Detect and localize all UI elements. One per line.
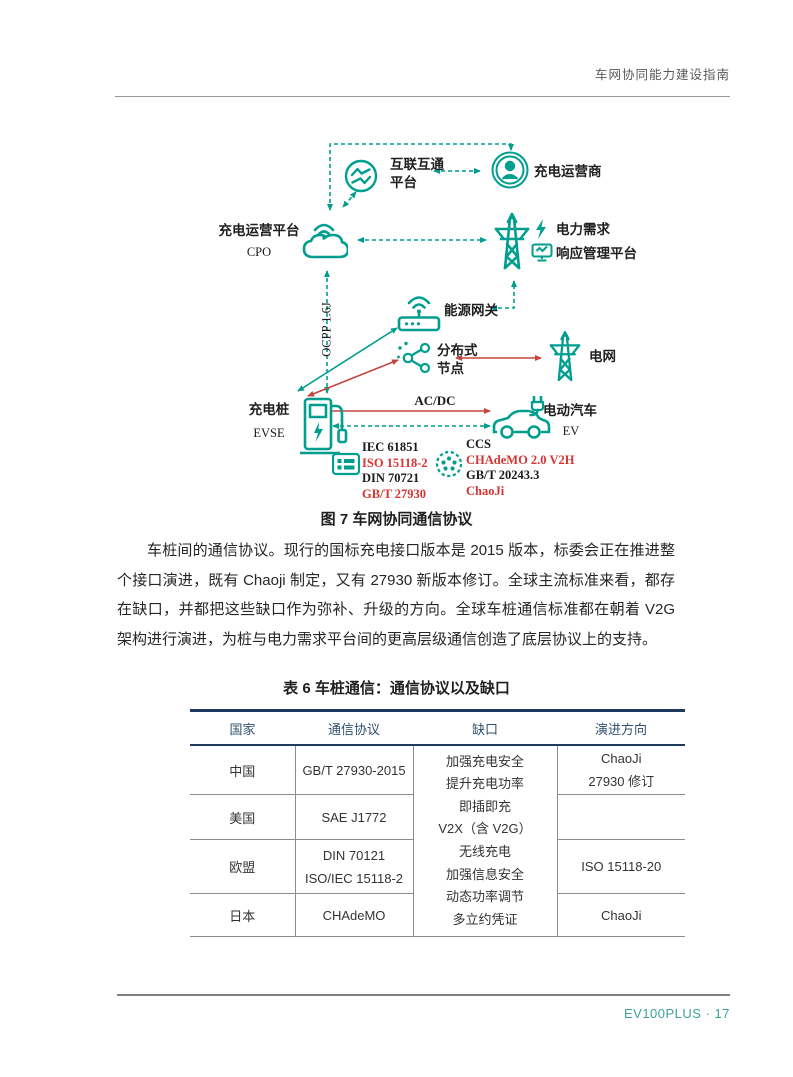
cell-protocol: SAE J1772: [295, 794, 414, 840]
grid-tower-icon: [549, 330, 581, 382]
power-demand-label: 电力需求: [556, 222, 610, 237]
col-header-gap: 缺口: [413, 709, 557, 746]
table-row: 中国 GB/T 27930-2015 加强充电安全 提升充电功率 即插即充 V2…: [190, 745, 685, 937]
gap-line: 提升充电功率: [445, 776, 524, 792]
page-number: EV100PLUS · 17: [623, 1006, 730, 1021]
gap-line: V2X（含 V2G）: [438, 821, 532, 837]
col-header-direction: 演进方向: [557, 709, 685, 746]
table-row: 日本 CHAdeMO ChaoJi: [190, 893, 685, 937]
energy-gateway-icon: [397, 296, 441, 332]
header-rule: [115, 96, 730, 97]
evse-abbr: EVSE: [253, 426, 285, 440]
cell-country: 中国: [190, 745, 296, 795]
figure-caption: 图 7 车网协同通信协议: [320, 511, 473, 528]
cell-country: 美国: [190, 794, 296, 840]
connector-plug-icon: [435, 450, 463, 478]
cell-direction: ISO 15118-20: [557, 839, 685, 894]
cell-direction: ChaoJi 27930 修订: [557, 745, 685, 795]
protocol-item: DIN 70721: [362, 471, 420, 485]
evse-label: 充电桩: [248, 402, 290, 417]
edge-evse-node: [307, 359, 399, 397]
evse-protocol-list: IEC 61851 ISO 15118-2 DIN 70721 GB/T 279…: [362, 440, 428, 502]
ev-abbr: EV: [562, 424, 580, 438]
charging-operator-icon: [491, 151, 529, 189]
cpo-abbr: CPO: [246, 245, 272, 259]
header-title: 车网协同能力建设指南: [594, 68, 730, 82]
col-header-protocol: 通信协议: [295, 709, 413, 746]
gap-line: 无线充电: [458, 844, 511, 859]
protocol-item: GB/T 27930: [362, 486, 427, 501]
interop-platform-label: 互联互通 平台: [390, 157, 444, 190]
gap-line: 动态功率调节: [445, 889, 524, 905]
response-platform-label: 响应管理平台: [556, 246, 637, 261]
cpo-cloud-icon: [302, 223, 348, 259]
protocol-item: CHAdeMO 2.0 V2H: [466, 452, 575, 467]
protocol-item: ISO 15118-2: [362, 455, 428, 470]
protocol-item: IEC 61851: [362, 440, 419, 454]
energy-gateway-label: 能源网关: [444, 303, 498, 318]
ev-label: 电动汽车: [543, 403, 597, 418]
cell-country: 日本: [190, 893, 296, 937]
monitor-icon: [531, 243, 553, 262]
edge-gateway-demand: [490, 280, 517, 311]
table-row: 欧盟 DIN 70121 ISO/IEC 15118-2 ISO 15118-2…: [190, 839, 685, 894]
gap-line: 加强充电安全: [445, 753, 524, 769]
cpo-label: 充电运营平台: [218, 223, 300, 238]
footer-rule: [117, 994, 730, 996]
protocol-item: GB/T 20243.3: [466, 468, 540, 482]
cell-protocol: DIN 70121 ISO/IEC 15118-2: [295, 839, 414, 894]
evse-charger-icon: [300, 397, 348, 455]
edge-evse-gateway: [297, 327, 398, 392]
lightning-icon: [536, 219, 546, 239]
diagram: 互联互通 平台 充电运营商 充电运营平台 CPO 电力需求 响应管理平台 能源网…: [0, 0, 793, 528]
ev-car-icon: [492, 396, 551, 439]
ocpp-edge-label: OCPP 1.6J: [319, 302, 334, 357]
gap-line: 即插即充: [458, 798, 511, 814]
gap-line: 多立约凭证: [452, 911, 518, 927]
cell-protocol: GB/T 27930-2015: [295, 745, 414, 795]
acdc-edge-label: AC/DC: [414, 393, 456, 408]
standards-card-icon: [332, 452, 360, 476]
cell-direction: ChaoJi: [557, 893, 685, 937]
table-caption: 表 6 车桩通信：通信协议以及缺口: [283, 680, 510, 697]
grid-label: 电网: [589, 349, 616, 364]
col-header-country: 国家: [190, 709, 295, 746]
protocol-item: ChaoJi: [466, 483, 505, 498]
ev-protocol-list: CCS CHAdeMO 2.0 V2H GB/T 20243.3 ChaoJi: [466, 437, 574, 499]
distributed-node-icon: [397, 341, 431, 374]
cell-gap-merged: 加强充电安全 提升充电功率 即插即充 V2X（含 V2G） 无线充电 加强信息安…: [413, 745, 558, 937]
body-paragraph: 车桩间的通信协议。现行的国标充电接口版本是 2015 版本，标委会正在推进整个接…: [117, 542, 675, 648]
protocol-table: 国家 通信协议 缺口 演进方向 中国 GB/T 27930-2015 加强充电安…: [190, 709, 685, 937]
interop-platform-icon: [344, 159, 378, 193]
cell-protocol: CHAdeMO: [295, 893, 414, 937]
distributed-node-label: 分布式 节点: [437, 343, 478, 376]
gap-line: 加强信息安全: [445, 866, 524, 882]
edge-interop-loop: [327, 143, 514, 211]
diagram-connectors: [297, 143, 542, 429]
protocol-item: CCS: [466, 437, 492, 451]
table-row: 美国 SAE J1772: [190, 794, 685, 840]
cell-country: 欧盟: [190, 839, 296, 894]
charging-operator-label: 充电运营商: [534, 164, 602, 179]
cell-direction: [557, 794, 685, 840]
edge-interop-cpo: [342, 191, 357, 208]
table-header-row: 国家 通信协议 缺口 演进方向: [190, 709, 685, 746]
